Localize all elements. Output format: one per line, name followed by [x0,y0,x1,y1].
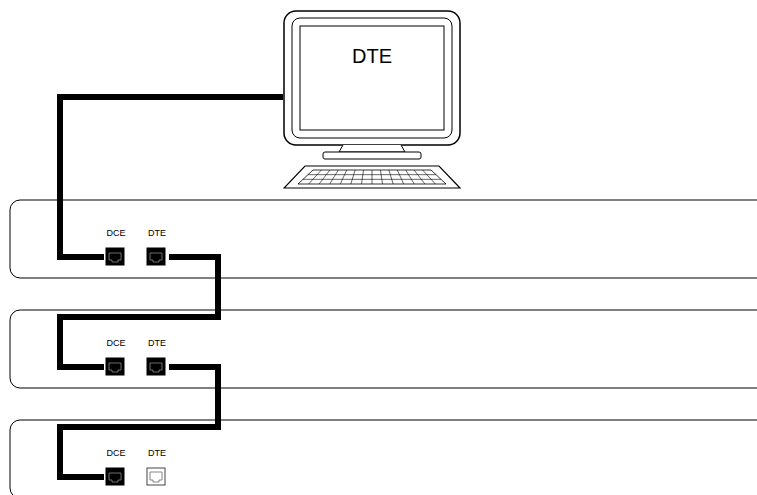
serial-port: DTE [145,448,169,487]
port-socket [150,472,162,482]
key-divider [330,170,339,184]
serial-port: DCE [104,338,128,377]
port-label: DTE [145,338,169,348]
key-divider [406,170,415,184]
rack-unit [10,420,757,495]
port-socket [150,363,162,372]
device-label: DTE [352,44,392,68]
port-label: DCE [104,228,128,238]
rj45-port [145,357,167,377]
key-divider [372,170,373,184]
monitor-case [284,11,460,145]
port-socket [150,253,162,262]
key-divider [397,170,403,184]
keyboard-keys [298,170,446,184]
port-label: DCE [104,448,128,458]
port-label: DTE [145,448,169,458]
key-divider [340,170,346,184]
key-divider [319,170,330,184]
key-divider [380,170,382,184]
monitor-drawing [283,10,463,190]
rack-unit [10,200,757,278]
serial-port: DCE [104,448,128,487]
port-label: DCE [104,338,128,348]
key-divider [423,170,436,184]
dte-terminal: DTE [283,10,463,190]
monitor-bezel [292,18,452,138]
monitor-screen [300,26,444,130]
rj45-port [104,357,126,377]
port-body [106,358,124,375]
rj45-port [104,247,126,267]
rj45-port [104,467,126,487]
serial-port: DTE [145,338,169,377]
monitor-neck [339,145,405,152]
keyboard [284,166,460,188]
port-label: DTE [145,228,169,238]
port-body [147,248,165,265]
rack-unit [10,310,757,388]
rj45-port [145,467,167,487]
serial-cable [60,97,283,257]
key-divider [309,170,322,184]
port-body [106,248,124,265]
serial-port: DCE [104,228,128,267]
key-divider [351,170,355,184]
key-divider [414,170,425,184]
key-divider [389,170,393,184]
serial-cable [60,257,218,367]
port-body [147,468,165,485]
key-divider [361,170,363,184]
serial-cable [60,367,218,477]
port-socket [109,473,121,482]
port-body [147,358,165,375]
serial-port: DTE [145,228,169,267]
monitor-foot [323,152,421,159]
port-body [106,468,124,485]
rj45-port [145,247,167,267]
port-socket [109,363,121,372]
port-socket [109,253,121,262]
